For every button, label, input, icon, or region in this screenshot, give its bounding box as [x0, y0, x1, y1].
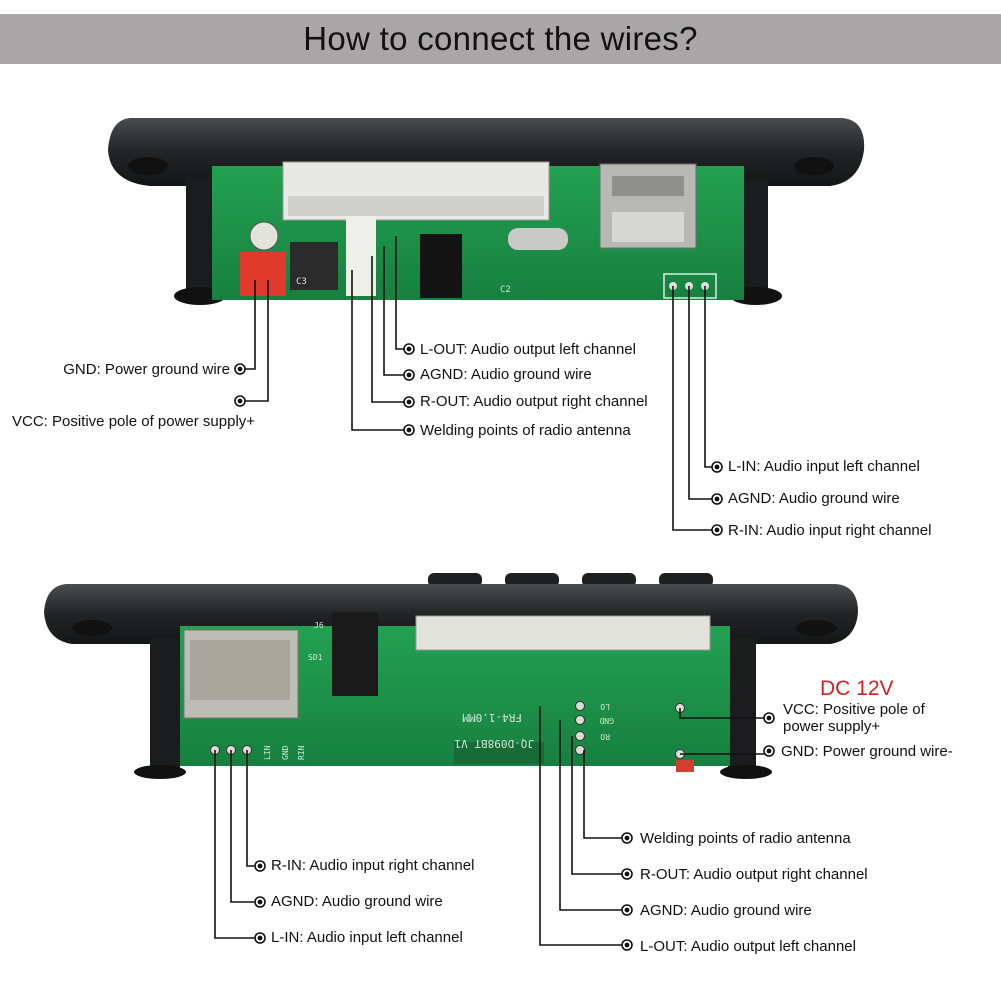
page-title: How to connect the wires? — [303, 20, 698, 57]
bottom-silk-lin: LIN — [263, 745, 272, 760]
bottom-label-l-out: L-OUT: Audio output left channel — [640, 938, 856, 955]
title-banner: How to connect the wires? — [0, 14, 1001, 64]
bottom-label-r-out: R-OUT: Audio output right channel — [640, 866, 868, 883]
top-label-r-in: R-IN: Audio input right channel — [728, 522, 932, 539]
top-label-l-out: L-OUT: Audio output left channel — [420, 341, 636, 358]
top-screw-right — [794, 157, 834, 175]
bottom-silk-model: JQ-D098BT V1 — [455, 737, 534, 750]
bottom-button-4 — [659, 573, 713, 587]
bottom-red-part — [676, 760, 694, 772]
top-label-agnd-out: AGND: Audio ground wire — [420, 366, 592, 383]
bottom-chip-area — [454, 742, 544, 764]
top-screw-left — [128, 157, 168, 175]
bottom-button-2 — [505, 573, 559, 587]
bottom-terminal-dots — [254, 712, 775, 951]
bottom-label-r-in: R-IN: Audio input right channel — [271, 857, 475, 874]
top-power-connector — [240, 252, 286, 296]
top-label-gnd: GND: Power ground wire — [63, 361, 230, 378]
bottom-silk-rin: RIN — [297, 745, 306, 760]
top-label-agnd-in: AGND: Audio ground wire — [728, 490, 900, 507]
bottom-silk-gnd: GND — [281, 745, 290, 760]
top-terminal-dots — [234, 343, 723, 536]
bottom-silk-gnd2: GND — [599, 716, 614, 725]
bottom-post-left — [150, 638, 180, 768]
top-label-l-in: L-IN: Audio input left channel — [728, 458, 920, 475]
top-input-pad-box — [663, 273, 717, 299]
bottom-post-right — [728, 638, 756, 768]
bottom-button-1 — [428, 573, 482, 587]
top-post-left — [186, 178, 212, 298]
top-crystal — [508, 228, 568, 250]
bottom-screw-left — [72, 620, 112, 636]
bottom-silk-ro: RO — [600, 732, 610, 741]
bottom-screw-right — [796, 620, 836, 636]
bottom-label-vcc-line1: VCC: Positive pole of — [783, 701, 925, 718]
bottom-label-agnd-out: AGND: Audio ground wire — [640, 902, 812, 919]
bottom-label-gnd: GND: Power ground wire- — [781, 743, 953, 760]
bottom-foot-right — [720, 765, 772, 779]
bottom-audio-jack — [332, 612, 378, 696]
top-silk-c3: C3 — [296, 277, 307, 287]
bottom-label-vcc-line2: power supply+ — [783, 718, 881, 735]
bottom-foot-left — [134, 765, 186, 779]
top-capacitor — [249, 221, 279, 251]
top-post-right — [744, 178, 768, 298]
voltage-label: DC 12V — [820, 677, 894, 700]
top-silk-c2: C2 — [500, 285, 511, 295]
bottom-leader-lines — [214, 706, 768, 946]
bottom-module: FR4-1.0MM JQ-D098BT V1 LIN GND RIN LO GN… — [44, 573, 858, 779]
bottom-silk-fr4: FR4-1.0MM — [462, 711, 522, 724]
bottom-silk-sd1: SD1 — [308, 653, 323, 662]
top-label-r-out: R-OUT: Audio output right channel — [420, 393, 648, 410]
bottom-label-antenna: Welding points of radio antenna — [640, 830, 851, 847]
bottom-label-agnd-in: AGND: Audio ground wire — [271, 893, 443, 910]
bottom-switch-row — [415, 615, 711, 651]
bottom-silk-lo: LO — [600, 702, 610, 711]
bottom-silk-j6: J6 — [314, 621, 324, 630]
top-module: C3 C2 — [108, 118, 865, 305]
top-label-vcc: VCC: Positive pole of power supply+ — [12, 413, 256, 430]
top-label-antenna: Welding points of radio antenna — [420, 422, 631, 439]
bottom-button-3 — [582, 573, 636, 587]
top-chip — [420, 234, 462, 298]
top-audio-header — [346, 216, 376, 296]
bottom-label-l-in: L-IN: Audio input left channel — [271, 929, 463, 946]
top-regulator — [290, 242, 338, 290]
